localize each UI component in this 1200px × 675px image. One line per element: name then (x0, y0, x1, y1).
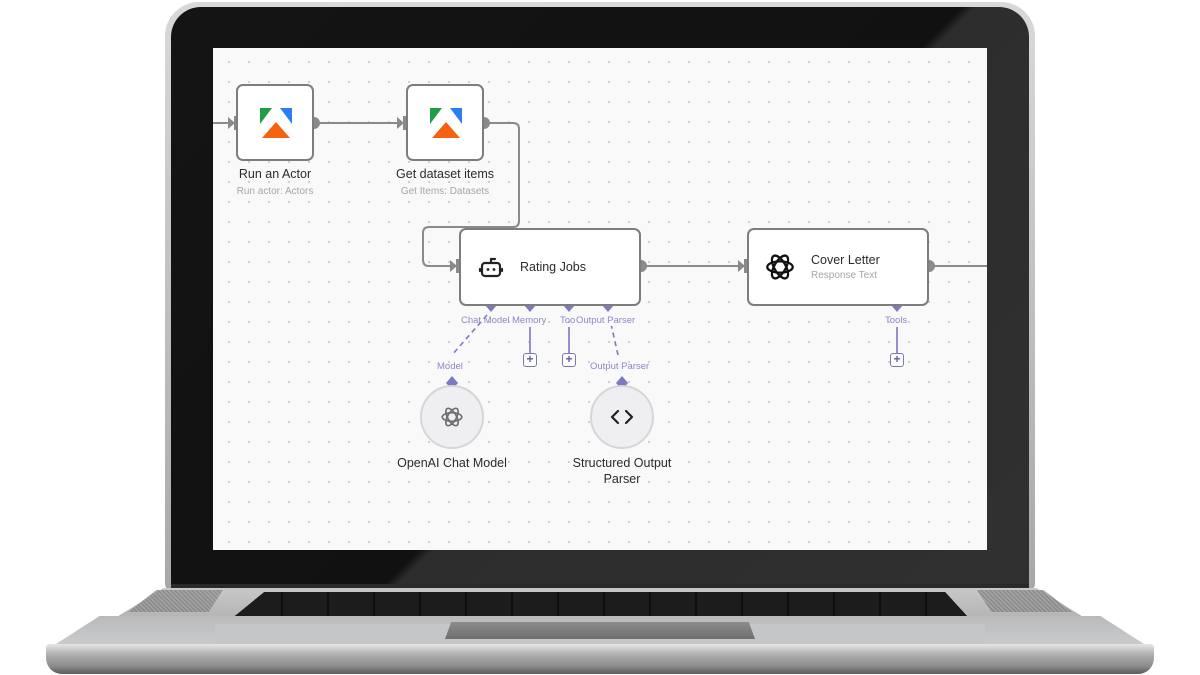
node-title: Run an Actor (238, 167, 312, 181)
connection-dataset-to-rating (422, 122, 520, 267)
node-title-line-2: Parser (603, 472, 641, 486)
node-title: Get dataset items (396, 167, 494, 181)
input-arrow-cover-letter (738, 260, 745, 272)
input-label-model: Model (437, 361, 463, 372)
node-subtitle: Get Items: Datasets (400, 186, 490, 197)
node-openai-chat-model[interactable] (420, 385, 484, 449)
port-label-memory: Memory (512, 315, 547, 326)
node-title: OpenAI Chat Model (397, 456, 507, 470)
input-arrow-run-actor (228, 117, 235, 129)
openai-logo-icon (441, 407, 463, 427)
laptop-front-edge (46, 644, 1154, 674)
add-tools-button[interactable]: + (890, 353, 904, 367)
laptop-hinge (171, 584, 1029, 590)
port-label-tool: Tool (560, 315, 578, 326)
input-handle-rating-jobs (456, 259, 459, 273)
node-title: Rating Jobs (520, 260, 587, 274)
apify-logo-icon (260, 108, 292, 138)
input-arrow-get-dataset (397, 117, 404, 129)
port-label-output-parser: Output Parser (576, 315, 636, 326)
node-run-actor[interactable] (236, 84, 314, 161)
input-arrow-rating-jobs (450, 260, 457, 272)
speaker-grille-left (128, 590, 223, 612)
port-label-chat-model: Chat Model (461, 315, 510, 326)
node-subtitle: Response Text (811, 270, 877, 281)
node-title: Cover Letter (811, 253, 880, 267)
trackpad (445, 622, 755, 639)
apify-logo-icon (430, 108, 462, 138)
robot-icon (478, 257, 504, 278)
node-cover-letter[interactable]: Cover Letter Response Text (747, 228, 929, 306)
openai-logo-icon (766, 254, 794, 280)
port-label-tools: Tools (885, 315, 908, 326)
add-tool-button[interactable]: + (562, 353, 576, 367)
keyboard (235, 592, 967, 616)
input-handle-cover-letter (744, 259, 747, 273)
node-structured-output-parser[interactable] (590, 385, 654, 449)
node-title-line-1: Structured Output (572, 456, 672, 470)
input-label-output-parser: Output Parser (590, 361, 650, 372)
dashed-link-output-parser (608, 314, 619, 356)
node-get-dataset-items[interactable] (406, 84, 484, 161)
input-handle-get-dataset (403, 116, 406, 130)
node-title: Structured Output Parser (547, 455, 697, 487)
code-brackets-icon (610, 409, 634, 425)
node-subtitle: Run actor: Actors (236, 186, 314, 197)
speaker-grille-right (977, 590, 1072, 612)
add-memory-button[interactable]: + (523, 353, 537, 367)
workflow-canvas[interactable]: Run an Actor Run actor: Actors Get datas… (213, 48, 987, 550)
input-handle-run-actor (234, 116, 237, 130)
node-rating-jobs[interactable]: Rating Jobs (459, 228, 641, 306)
